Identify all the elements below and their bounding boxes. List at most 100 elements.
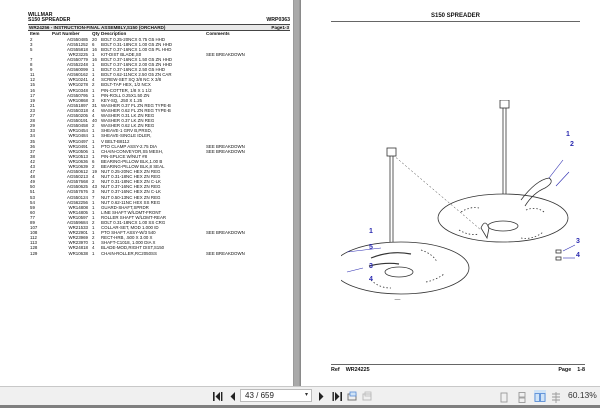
row-description: WASHER 0.31 LK ZN REG xyxy=(101,113,155,119)
parts-table: Item Part Number Qty Description Comment… xyxy=(28,31,290,255)
document-page-left: WILLMAR S150 SPREADER WRP0363 WR24256 - … xyxy=(0,0,293,386)
row-item: 42 xyxy=(30,158,35,164)
single-page-view-button[interactable] xyxy=(499,390,509,403)
row-part-number: AG550458 xyxy=(67,123,88,129)
row-qty: 1 xyxy=(92,153,95,159)
row-part-number: WR23225 xyxy=(68,51,88,57)
table-header-row: Item Part Number Qty Description Comment… xyxy=(28,31,290,36)
row-item: 16 xyxy=(30,87,35,93)
first-page-button[interactable] xyxy=(212,390,224,402)
row-part-number: WR10639 xyxy=(68,163,88,169)
brand-name: WILLMAR xyxy=(28,12,53,18)
page-number-value: 43 / 659 xyxy=(245,391,274,400)
row-part-number: WR10636 xyxy=(68,158,88,164)
previous-page-button[interactable] xyxy=(228,390,238,402)
row-description: BOLT 0.31-18NCX 1.00 SS CRG xyxy=(101,220,166,225)
row-part-number: WR21533 xyxy=(68,225,88,231)
row-comments: SEE BREAKDOWN xyxy=(206,230,245,236)
row-part-number: WR24818 xyxy=(68,245,88,251)
row-description: LINE SHAFT W/LDMT-FRONT xyxy=(101,209,162,215)
row-part-number: AG550124 xyxy=(67,194,88,200)
row-description: BOLT 0.25-20NCX 0.75 G5 HHD xyxy=(101,36,166,42)
page-ref: Page1-3 xyxy=(271,24,289,30)
footer-ref-label: Ref xyxy=(331,367,340,373)
row-item: 77 xyxy=(30,214,35,220)
row-description: NUT 0.50-13NC HEX ZN REG xyxy=(101,194,161,200)
row-part-number: WR10491 xyxy=(68,143,88,149)
zoom-level[interactable]: 60.13% xyxy=(568,390,597,400)
row-item: 47 xyxy=(30,169,35,175)
row-item: 54 xyxy=(30,199,35,205)
row-qty: 1 xyxy=(92,214,95,220)
continuous-view-button[interactable] xyxy=(517,390,527,403)
row-item: 12 xyxy=(30,77,35,83)
table-row: WR23225 1 KIT-DIST BLADE,S0 SEE BREAKDOWN xyxy=(28,52,290,57)
model-header: S150 SPREADER WRP0363 xyxy=(28,17,290,23)
row-comments: SEE BREAKDOWN xyxy=(206,250,245,256)
row-qty: 1 xyxy=(92,148,95,154)
row-description: NUT 0.25-20NC HEX ZN REG xyxy=(101,169,161,175)
row-description: CHAIN-CONVEYOR,S5 MESH, xyxy=(101,148,163,154)
go-forward-button[interactable] xyxy=(361,390,373,402)
row-item: 108 xyxy=(30,230,38,236)
callout-3-left: 3 xyxy=(369,263,373,270)
facing-continuous-view-button[interactable] xyxy=(551,390,561,403)
row-item: 35 xyxy=(30,138,35,144)
row-description: KIT-DIST BLADE,S0 xyxy=(101,51,142,57)
row-part-number: AG555818 xyxy=(67,46,88,52)
section-bar: WR24256 - INSTRUCTION-FINAL ASSEMBLY,S15… xyxy=(28,23,290,32)
row-qty: 16 xyxy=(92,46,97,52)
go-back-button[interactable] xyxy=(346,390,358,402)
row-item: 129 xyxy=(30,250,38,256)
row-part-number: AG550213 xyxy=(67,174,88,180)
row-item: 28 xyxy=(30,118,35,124)
last-page-button[interactable] xyxy=(331,390,343,402)
row-item: 49 xyxy=(30,179,35,185)
next-page-button[interactable] xyxy=(316,390,326,402)
row-item: 50 xyxy=(30,184,35,190)
row-qty: 1 xyxy=(92,225,95,231)
row-comments: SEE BREAKDOWN xyxy=(206,51,245,57)
row-description: CHAIN-ROLLER,RC2050SS xyxy=(101,250,157,256)
row-part-number: WR10497 xyxy=(68,138,88,144)
row-item: 128 xyxy=(30,245,38,251)
row-qty: 1 xyxy=(92,133,95,139)
row-description: ROLLER SHAFT W/LDMT-REAR xyxy=(101,214,167,220)
row-item: 43 xyxy=(30,163,35,169)
diagram-title: S150 SPREADER xyxy=(331,13,580,22)
row-item: 51 xyxy=(30,189,35,195)
page-dropdown-arrow-icon[interactable]: ▾ xyxy=(304,392,308,398)
row-description: SHAFT-C1018, 1.000 DIA X xyxy=(101,240,156,246)
continuous-page-icon xyxy=(518,392,526,403)
parts-list: WILLMAR S150 SPREADER WRP0363 WR24256 - … xyxy=(28,12,290,256)
row-item: 9 xyxy=(30,67,33,73)
facing-pages-view-button[interactable] xyxy=(534,390,546,402)
row-part-number: WR10597 xyxy=(68,214,88,220)
go-forward-icon xyxy=(362,391,371,401)
row-qty: 1 xyxy=(92,72,95,78)
row-item: 34 xyxy=(30,133,35,139)
row-qty: 1 xyxy=(92,67,95,73)
row-item: 33 xyxy=(30,128,35,134)
page-number-input[interactable]: 43 / 659 ▾ xyxy=(240,389,312,402)
row-qty: 1 xyxy=(92,138,95,144)
row-qty: 1 xyxy=(92,51,95,57)
row-qty: 1 xyxy=(92,128,95,134)
document-viewport[interactable]: WILLMAR S150 SPREADER WRP0363 WR24256 - … xyxy=(0,0,600,386)
row-description: SHEAVE-1 GRV B,PRSD, xyxy=(101,128,152,134)
page-divider xyxy=(293,0,300,386)
previous-page-icon xyxy=(230,391,235,401)
row-part-number: WR10513 xyxy=(68,153,88,159)
row-qty: 3 xyxy=(92,97,95,103)
